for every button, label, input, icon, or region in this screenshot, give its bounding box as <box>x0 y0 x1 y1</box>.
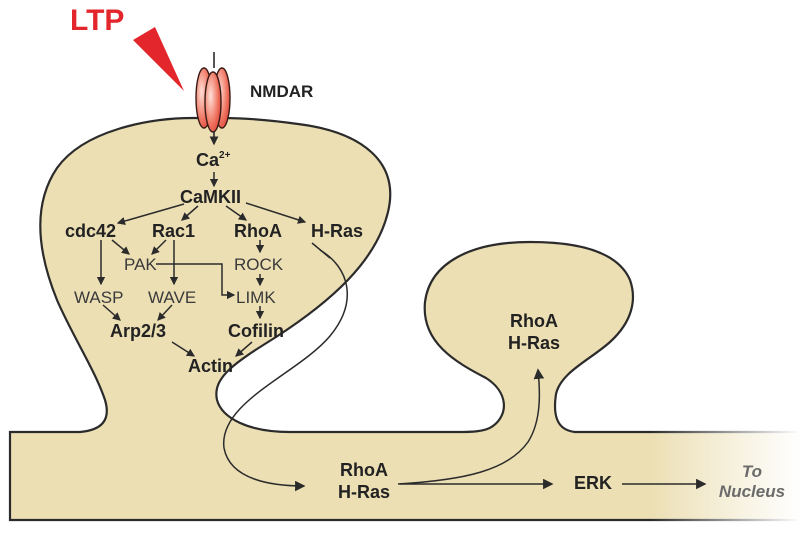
limk-label: LIMK <box>236 288 276 307</box>
spine2-hras-label: H-Ras <box>507 333 560 353</box>
nmdar-receptor-icon <box>195 52 231 146</box>
cdc42-label: cdc42 <box>65 221 117 241</box>
dendrite-fade <box>650 425 800 525</box>
arrow-camkii-rac1 <box>181 205 199 221</box>
ltp-label: LTP <box>70 4 125 37</box>
to-nucleus-label: To Nucleus <box>706 462 798 502</box>
dendrite-rhoa-label: RhoA <box>340 460 388 480</box>
spine2-rhoa-label: RhoA <box>510 311 558 331</box>
actin-label: Actin <box>188 356 233 376</box>
arrow-camkii-hras <box>245 202 307 224</box>
arp23-label: Arp2/3 <box>110 321 167 341</box>
wave-label: WAVE <box>148 288 197 307</box>
arrow-hras-to-dendrite <box>223 249 348 492</box>
erk-label: ERK <box>574 473 613 493</box>
cofilin-label: Cofilin <box>228 321 284 341</box>
arrow-arp23-actin <box>171 341 196 357</box>
arrow-camkii-cdc42 <box>116 203 185 226</box>
to-label: To <box>741 462 763 481</box>
arrow-cdc42-pak <box>111 239 130 255</box>
rhoa-label: RhoA <box>234 221 282 241</box>
arrow-camkii-rhoa <box>225 205 248 221</box>
arrow-pak-limk <box>156 263 236 300</box>
arrow-dendrite-to-spine <box>397 368 545 485</box>
dendrite-molecules: RhoA H-Ras <box>326 459 402 503</box>
arrow-wasp-arp23 <box>102 304 121 321</box>
ltp-wedge-icon <box>133 27 184 91</box>
nucleus-label: Nucleus <box>718 482 786 501</box>
cell-body <box>8 116 800 522</box>
arrow-cofilin-actin <box>235 341 253 357</box>
nmdar-label: NMDAR <box>250 82 314 101</box>
rac1-label: Rac1 <box>152 221 196 241</box>
hras-label: H-Ras <box>311 221 364 241</box>
rock-label: ROCK <box>234 255 284 274</box>
wasp-label: WASP <box>74 288 124 307</box>
spine2-molecules: RhoA H-Ras <box>499 310 569 354</box>
dendrite-hras-label: H-Ras <box>337 482 390 502</box>
arrow-wave-arp23 <box>157 304 173 321</box>
arrow-rac1-pak <box>151 239 167 255</box>
pak-label: PAK <box>124 255 157 274</box>
camkii-label: CaMKII <box>180 187 242 207</box>
ca-label: Ca2+ <box>196 150 231 170</box>
